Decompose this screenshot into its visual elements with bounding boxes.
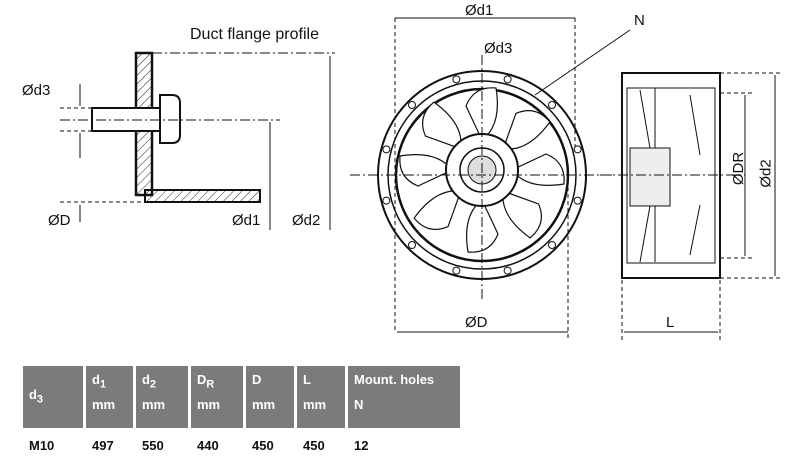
fan-blade xyxy=(511,153,565,186)
header-unit: N xyxy=(354,396,364,412)
column-header: d2 mm xyxy=(136,366,188,428)
label-d2-flange: Ød2 xyxy=(292,212,321,229)
header-symbol: d xyxy=(92,372,100,387)
header-unit: mm xyxy=(303,396,327,412)
label-N: N xyxy=(634,12,645,29)
fan-blade xyxy=(502,110,551,150)
header-symbol: Mount. holes xyxy=(354,372,435,387)
fan-front-view xyxy=(350,17,631,340)
fan-blade xyxy=(413,190,462,230)
label-d3-flange: Ød3 xyxy=(22,82,51,99)
label-D-front: ØD xyxy=(465,314,488,331)
table-row: M10 497 550 440 450 450 12 xyxy=(23,428,460,453)
label-d3-front: Ød3 xyxy=(484,40,513,57)
column-header: d1 mm xyxy=(86,366,133,428)
flange-profile xyxy=(60,51,335,230)
fan-blade xyxy=(502,190,542,239)
table-cell: 497 xyxy=(92,438,114,453)
header-symbol: L xyxy=(303,372,311,387)
mounting-hole xyxy=(573,145,582,154)
fan-blade xyxy=(422,101,462,150)
mounting-hole xyxy=(407,241,416,250)
mounting-hole xyxy=(382,145,391,154)
header-symbol: D xyxy=(252,372,262,387)
header-unit: mm xyxy=(142,396,166,412)
table-cell: 440 xyxy=(197,438,219,453)
mounting-hole xyxy=(382,196,391,205)
mounting-hole xyxy=(452,266,461,275)
fan-blade xyxy=(399,154,453,187)
label-d1-front: Ød1 xyxy=(465,2,494,19)
header-subscript: 2 xyxy=(149,378,156,391)
label-L: L xyxy=(666,314,675,331)
mounting-hole xyxy=(548,241,557,250)
table-cell: 450 xyxy=(303,438,325,453)
header-symbol: d xyxy=(29,386,37,402)
header-subscript: 1 xyxy=(99,378,106,391)
technical-drawing xyxy=(60,17,780,340)
label-d1-flange: Ød1 xyxy=(232,212,261,229)
mounting-hole xyxy=(503,75,512,84)
mounting-hole xyxy=(548,100,557,109)
table-cell: 450 xyxy=(252,438,274,453)
header-unit: mm xyxy=(197,396,221,412)
duct-flange-profile-title: Duct flange profile xyxy=(190,26,319,43)
label-D-flange: ØD xyxy=(48,212,71,229)
label-d2-side: Ød2 xyxy=(757,159,775,188)
header-symbol: D xyxy=(197,372,207,387)
mounting-hole xyxy=(573,196,582,205)
table-cell: M10 xyxy=(29,438,55,453)
mounting-hole xyxy=(407,100,416,109)
header-symbol: d xyxy=(142,372,150,387)
header-subscript: R xyxy=(206,378,215,391)
mounting-hole xyxy=(503,266,512,275)
fan-side-view xyxy=(600,72,780,340)
label-DR: ØDR xyxy=(730,151,748,186)
header-subscript: 3 xyxy=(36,393,43,406)
header-unit: mm xyxy=(92,396,116,412)
mounting-hole xyxy=(452,75,461,84)
table-cell: 12 xyxy=(354,438,369,453)
table-cell: 550 xyxy=(142,438,164,453)
column-header: d3 xyxy=(23,366,83,428)
header-unit: mm xyxy=(252,396,276,412)
